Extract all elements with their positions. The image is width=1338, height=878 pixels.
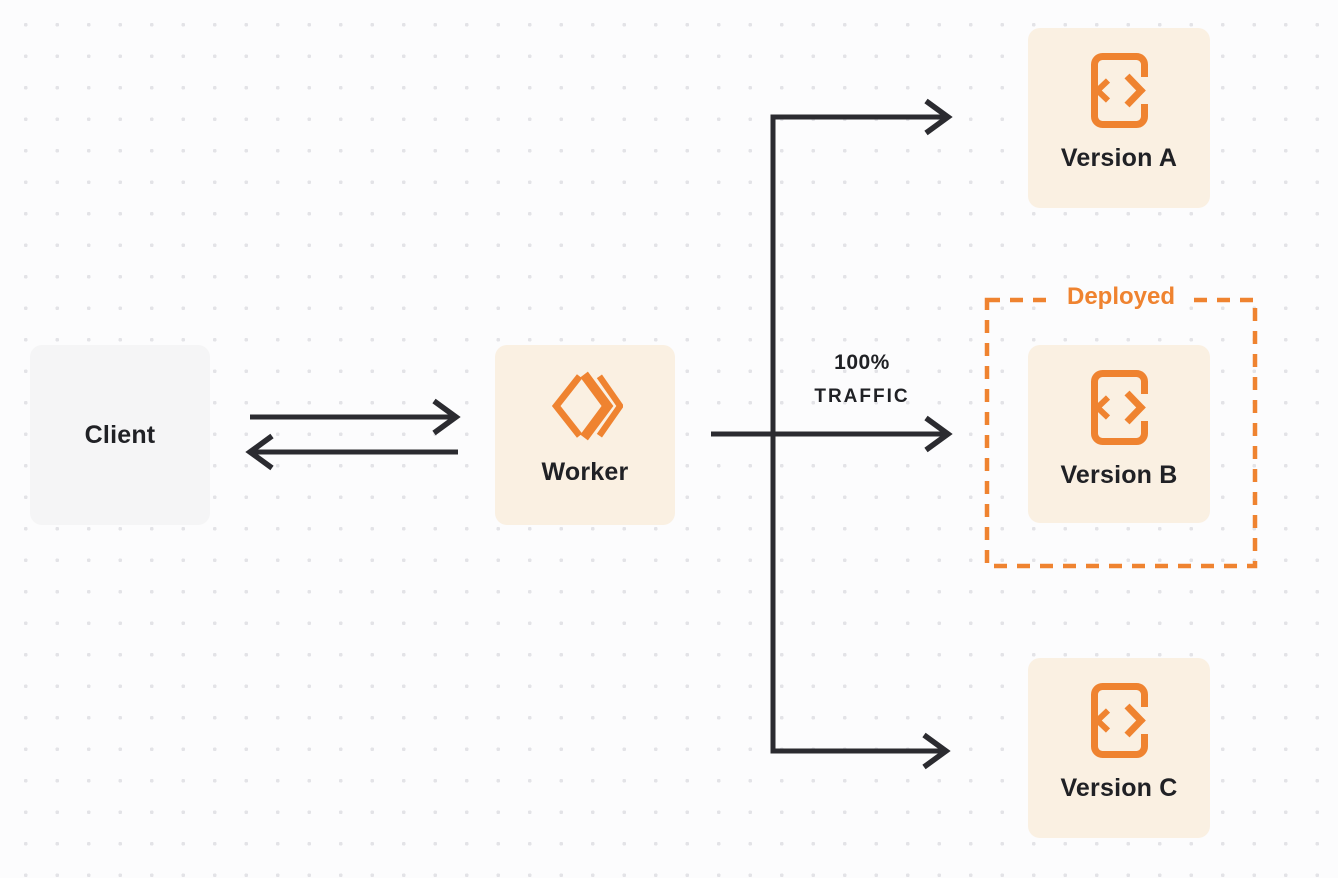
branch-arrow-version-a [924,98,953,136]
version-b-node: Version B [1028,345,1210,523]
client-node: Client [30,345,210,525]
traffic-word-label: TRAFFIC [814,386,910,407]
version-a-label: Version A [1060,144,1178,172]
branch-arrow-version-c [922,732,951,770]
worker-label: Worker [541,458,629,486]
code-file-icon [1090,370,1149,445]
version-b-label: Version B [1060,461,1178,489]
deployed-region: Deployed [984,283,1258,569]
workers-logo-icon [547,370,624,442]
traffic-annotation: 100% TRAFFIC [787,351,937,408]
worker-traffic-arrow [711,415,953,453]
version-a-node: Version A [1028,28,1210,208]
worker-to-client-arrow [245,433,458,471]
deployed-label: Deployed [1053,283,1189,311]
version-c-node: Version C [1028,658,1210,838]
code-file-icon [1090,53,1149,128]
traffic-percent-label: 100% [834,351,890,374]
version-c-label: Version C [1060,774,1178,802]
deployed-dashed-border [984,297,1258,569]
client-label: Client [84,420,156,449]
branch-line [770,98,953,770]
code-file-icon [1090,683,1149,758]
client-to-worker-arrow [250,398,461,436]
worker-node: Worker [495,345,675,525]
